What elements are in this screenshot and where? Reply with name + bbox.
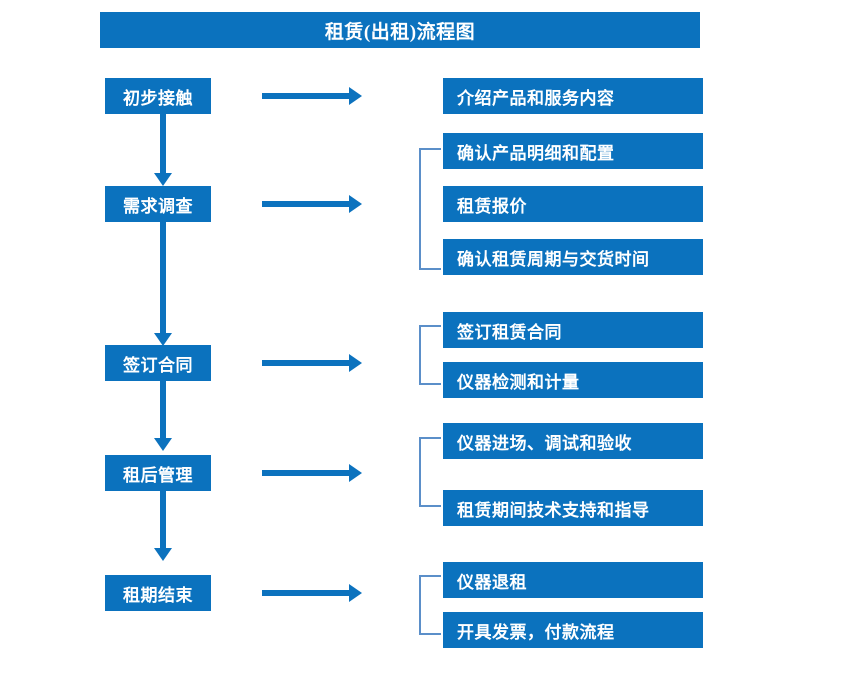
detail-box-5-1[interactable]: 仪器退租: [443, 562, 703, 598]
arrow-shaft: [160, 222, 166, 334]
arrow-right-icon-2: [262, 194, 362, 214]
arrow-head: [154, 173, 172, 186]
arrow-head: [349, 195, 362, 213]
arrow-down-icon-4: [153, 491, 173, 561]
arrow-right-icon-5: [262, 583, 362, 603]
detail-box-3-1[interactable]: 签订租赁合同: [443, 312, 703, 348]
arrow-head: [154, 438, 172, 451]
group-bracket-3: [419, 325, 441, 385]
detail-box-3-2[interactable]: 仪器检测和计量: [443, 362, 703, 398]
arrow-shaft: [262, 470, 350, 476]
arrow-head: [349, 464, 362, 482]
detail-box-4-1[interactable]: 仪器进场、调试和验收: [443, 423, 703, 459]
group-bracket-5: [419, 575, 441, 635]
arrow-head: [154, 548, 172, 561]
arrow-right-icon-3: [262, 353, 362, 373]
arrow-down-icon-3: [153, 381, 173, 451]
arrow-shaft: [262, 360, 350, 366]
detail-box-2-3[interactable]: 确认租赁周期与交货时间: [443, 239, 703, 275]
detail-box-5-2[interactable]: 开具发票，付款流程: [443, 612, 703, 648]
group-bracket-2: [419, 148, 441, 270]
arrow-shaft: [262, 590, 350, 596]
stage-box-4[interactable]: 租后管理: [105, 455, 211, 491]
arrow-head: [154, 333, 172, 346]
stage-box-3[interactable]: 签订合同: [105, 345, 211, 381]
stage-box-2[interactable]: 需求调查: [105, 186, 211, 222]
stage-box-5[interactable]: 租期结束: [105, 575, 211, 611]
arrow-down-icon-2: [153, 222, 173, 346]
arrow-shaft: [262, 93, 350, 99]
arrow-shaft: [160, 381, 166, 439]
arrow-head: [349, 584, 362, 602]
arrow-head: [349, 87, 362, 105]
detail-box-1-1[interactable]: 介绍产品和服务内容: [443, 78, 703, 114]
arrow-head: [349, 354, 362, 372]
arrow-shaft: [160, 491, 166, 549]
arrow-shaft: [262, 201, 350, 207]
detail-box-4-2[interactable]: 租赁期间技术支持和指导: [443, 490, 703, 526]
stage-box-1[interactable]: 初步接触: [105, 78, 211, 114]
detail-box-2-1[interactable]: 确认产品明细和配置: [443, 133, 703, 169]
page-title: 租赁(出租)流程图: [100, 12, 700, 48]
arrow-right-icon-1: [262, 86, 362, 106]
detail-box-2-2[interactable]: 租赁报价: [443, 186, 703, 222]
arrow-shaft: [160, 114, 166, 174]
arrow-down-icon-1: [153, 114, 173, 186]
group-bracket-4: [419, 437, 441, 507]
arrow-right-icon-4: [262, 463, 362, 483]
